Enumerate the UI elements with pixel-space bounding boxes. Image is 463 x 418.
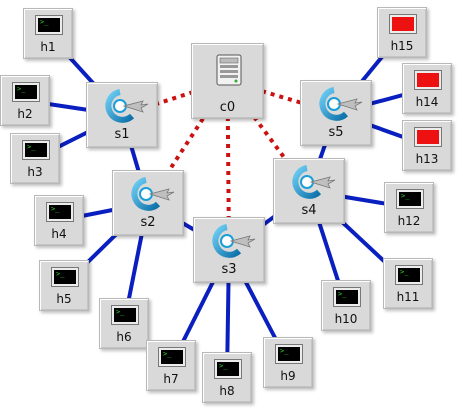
terminal-icon: [414, 70, 442, 90]
host-node-h10[interactable]: >_ h10: [321, 280, 371, 331]
host-node-h1[interactable]: >_ h1: [23, 8, 73, 59]
switch-label: s2: [140, 215, 156, 230]
terminal-icon: >_: [333, 287, 361, 307]
host-node-h7[interactable]: >_ h7: [146, 340, 196, 391]
host-label: h5: [56, 292, 72, 306]
switch-node-s4[interactable]: s4: [273, 158, 345, 224]
host-label: h2: [17, 107, 33, 121]
prompt-icon: >_: [51, 205, 60, 213]
host-label: h1: [40, 40, 56, 54]
prompt-icon: >_: [400, 268, 409, 276]
prompt-icon: >_: [280, 347, 289, 355]
prompt-icon: >_: [116, 308, 125, 316]
openflow-switch-icon: [317, 87, 363, 121]
controller-node-c0[interactable]: c0: [191, 43, 264, 119]
prompt-icon: >_: [219, 362, 228, 370]
host-label: h4: [51, 227, 67, 241]
terminal-icon: >_: [214, 359, 242, 379]
switch-node-s3[interactable]: s3: [193, 217, 265, 283]
prompt-icon: >_: [401, 192, 410, 200]
host-node-h6[interactable]: >_ h6: [99, 298, 149, 349]
control-link-c0-s2: [146, 79, 230, 205]
openflow-switch-icon: [129, 177, 175, 211]
switch-node-s2[interactable]: s2: [112, 170, 184, 236]
terminal-icon: >_: [46, 202, 74, 222]
prompt-icon: >_: [17, 85, 26, 93]
host-label: h15: [390, 39, 414, 53]
host-label: h8: [219, 384, 235, 398]
switch-node-s5[interactable]: s5: [300, 80, 372, 146]
host-node-h3[interactable]: >_ h3: [10, 133, 60, 184]
terminal-icon: [389, 14, 417, 34]
terminal-icon: >_: [12, 82, 40, 102]
host-node-h15[interactable]: h15: [377, 7, 427, 58]
host-label: h10: [334, 312, 358, 326]
prompt-icon: >_: [27, 143, 36, 151]
prompt-icon: >_: [40, 18, 49, 26]
switch-label: s3: [221, 262, 237, 277]
terminal-icon: >_: [35, 15, 63, 35]
openflow-switch-icon: [290, 165, 336, 199]
host-label: h11: [396, 290, 420, 304]
host-node-h4[interactable]: >_ h4: [34, 195, 84, 246]
terminal-icon: [414, 127, 442, 147]
host-node-h14[interactable]: h14: [402, 63, 452, 114]
host-node-h5[interactable]: >_ h5: [39, 260, 89, 311]
host-node-h12[interactable]: >_ h12: [384, 182, 434, 233]
openflow-switch-icon: [210, 224, 256, 258]
host-label: h7: [163, 372, 179, 386]
host-label: h14: [415, 95, 439, 109]
controller-label: c0: [219, 100, 236, 115]
prompt-icon: >_: [338, 290, 347, 298]
server-icon: [216, 54, 242, 86]
switch-label: s1: [114, 127, 130, 142]
switch-node-s1[interactable]: s1: [86, 82, 158, 148]
switch-label: s4: [301, 203, 317, 218]
terminal-icon: >_: [111, 305, 139, 325]
host-node-h2[interactable]: >_ h2: [0, 75, 50, 126]
host-label: h12: [397, 214, 421, 228]
terminal-icon: >_: [158, 347, 186, 367]
terminal-icon: >_: [395, 265, 423, 285]
host-node-h13[interactable]: h13: [402, 120, 452, 171]
host-label: h9: [280, 369, 296, 383]
host-node-h9[interactable]: >_ h9: [263, 337, 313, 388]
terminal-icon: >_: [275, 344, 303, 364]
prompt-icon: >_: [163, 350, 172, 358]
host-node-h8[interactable]: >_ h8: [202, 352, 252, 403]
terminal-icon: >_: [396, 189, 424, 209]
prompt-icon: >_: [56, 270, 65, 278]
host-label: h3: [27, 165, 43, 179]
switch-label: s5: [328, 125, 344, 140]
terminal-icon: >_: [51, 267, 79, 287]
terminal-icon: >_: [22, 140, 50, 160]
host-node-h11[interactable]: >_ h11: [383, 258, 433, 309]
host-label: h6: [116, 330, 132, 344]
host-label: h13: [415, 152, 439, 166]
openflow-switch-icon: [103, 89, 149, 123]
